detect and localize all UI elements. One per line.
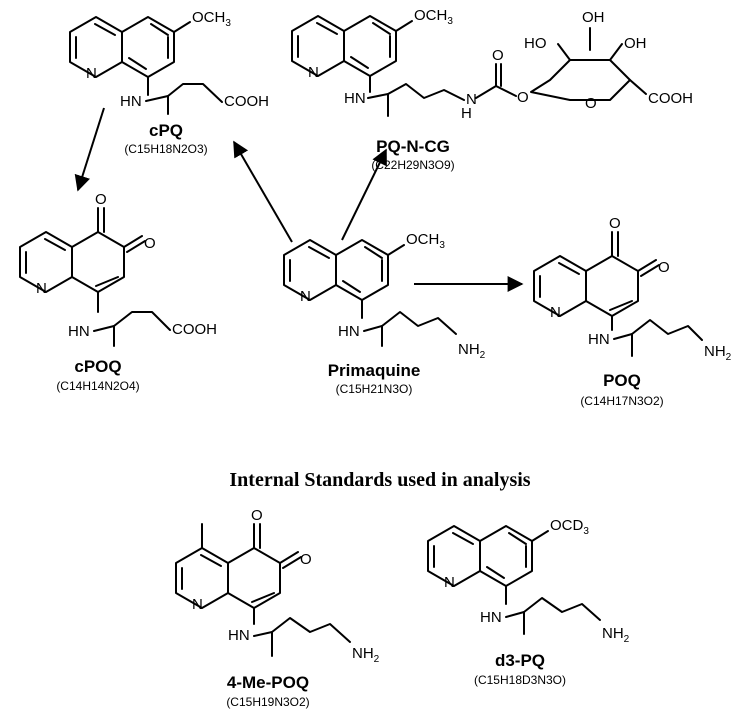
carbamate-h-label: H [461, 105, 472, 122]
carboxyl-label: COOH [224, 93, 269, 110]
quinone-o-label: O [300, 551, 312, 568]
hydroxyl-label: OH [624, 35, 647, 52]
quinone-o-label: O [144, 235, 156, 252]
compound-formula: (C15H18D3N3O) [474, 673, 566, 687]
primary-amine-label: NH2 [602, 625, 630, 645]
ring-nitrogen-label: N [550, 304, 561, 321]
compound-formula: (C22H29N3O9) [371, 158, 454, 172]
carboxyl-label: COOH [172, 321, 217, 338]
methoxy-label: OCH3 [406, 231, 445, 251]
reaction-arrows [74, 107, 524, 292]
compound-poq: O O N HN NH2 POQ (C14H17N3O2) [533, 215, 732, 408]
hydroxyl-label: HO [524, 35, 547, 52]
carbonyl-o-label: O [492, 47, 504, 64]
ring-nitrogen-label: N [36, 280, 47, 297]
ring-nitrogen-label: N [300, 288, 311, 305]
ring-nitrogen-label: N [86, 65, 97, 82]
arrow-primaquine-to-cpq [233, 140, 293, 243]
ring-nitrogen-label: N [192, 596, 203, 613]
compound-name: POQ [603, 371, 641, 390]
primary-amine-label: NH2 [704, 343, 732, 363]
ring-nitrogen-label: N [444, 574, 455, 591]
compound-cpoq: O O N HN COOH cPOQ (C14H14N2O4) [19, 191, 217, 393]
primary-amine-label: NH2 [352, 645, 380, 665]
compound-formula: (C14H17N3O2) [580, 394, 663, 408]
amine-label: HN [120, 93, 142, 110]
amine-label: HN [588, 331, 610, 348]
compound-d3-pq: OCD3 N HN NH2 d3-PQ (C15H18D3N3O) [427, 517, 630, 687]
compound-pq-n-cg: OCH3 N HN N H O O O HO OH OH COOH PQ-N-C… [291, 7, 693, 172]
internal-standards-heading: Internal Standards used in analysis [229, 469, 530, 491]
quinone-o-label: O [609, 215, 621, 232]
quinone-o-label: O [658, 259, 670, 276]
ester-o-label: O [517, 89, 529, 106]
methoxy-label: OCH3 [414, 7, 453, 27]
compound-4-me-poq: O O N HN NH2 4-Me-POQ (C15H19N3O2) [175, 507, 380, 709]
amine-label: HN [68, 323, 90, 340]
compound-name: Primaquine [328, 361, 421, 380]
deuteromethoxy-label: OCD3 [550, 517, 589, 537]
compound-name: 4-Me-POQ [227, 673, 309, 692]
primary-amine-label: NH2 [458, 341, 486, 361]
compound-name: d3-PQ [495, 651, 545, 670]
ring-oxygen-label: O [585, 95, 597, 112]
quinone-o-label: O [95, 191, 107, 208]
methoxy-label: OCH3 [192, 9, 231, 29]
ring-nitrogen-label: N [308, 64, 319, 81]
amine-label: HN [338, 323, 360, 340]
compound-formula: (C15H21N3O) [336, 382, 413, 396]
arrow-primaquine-to-pq-n-cg [341, 148, 387, 241]
compound-cpq: OCH3 N HN COOH cPQ (C15H18N2O3) [69, 9, 269, 156]
amine-label: HN [228, 627, 250, 644]
compound-name: cPQ [149, 121, 183, 140]
quinone-o-label: O [251, 507, 263, 524]
carbamate-n-label: N [466, 91, 477, 108]
carboxyl-label: COOH [648, 90, 693, 107]
compound-name: cPOQ [74, 357, 121, 376]
compound-primaquine: OCH3 N HN NH2 Primaquine (C15H21N3O) [283, 231, 486, 396]
amine-label: HN [344, 90, 366, 107]
compound-formula: (C14H14N2O4) [56, 379, 139, 393]
compound-formula: (C15H18N2O3) [124, 142, 207, 156]
amine-label: HN [480, 609, 502, 626]
arrow-cpq-to-cpoq [74, 107, 105, 192]
hydroxyl-label: OH [582, 9, 605, 26]
compound-name: PQ-N-CG [376, 137, 450, 156]
compound-formula: (C15H19N3O2) [226, 695, 309, 709]
